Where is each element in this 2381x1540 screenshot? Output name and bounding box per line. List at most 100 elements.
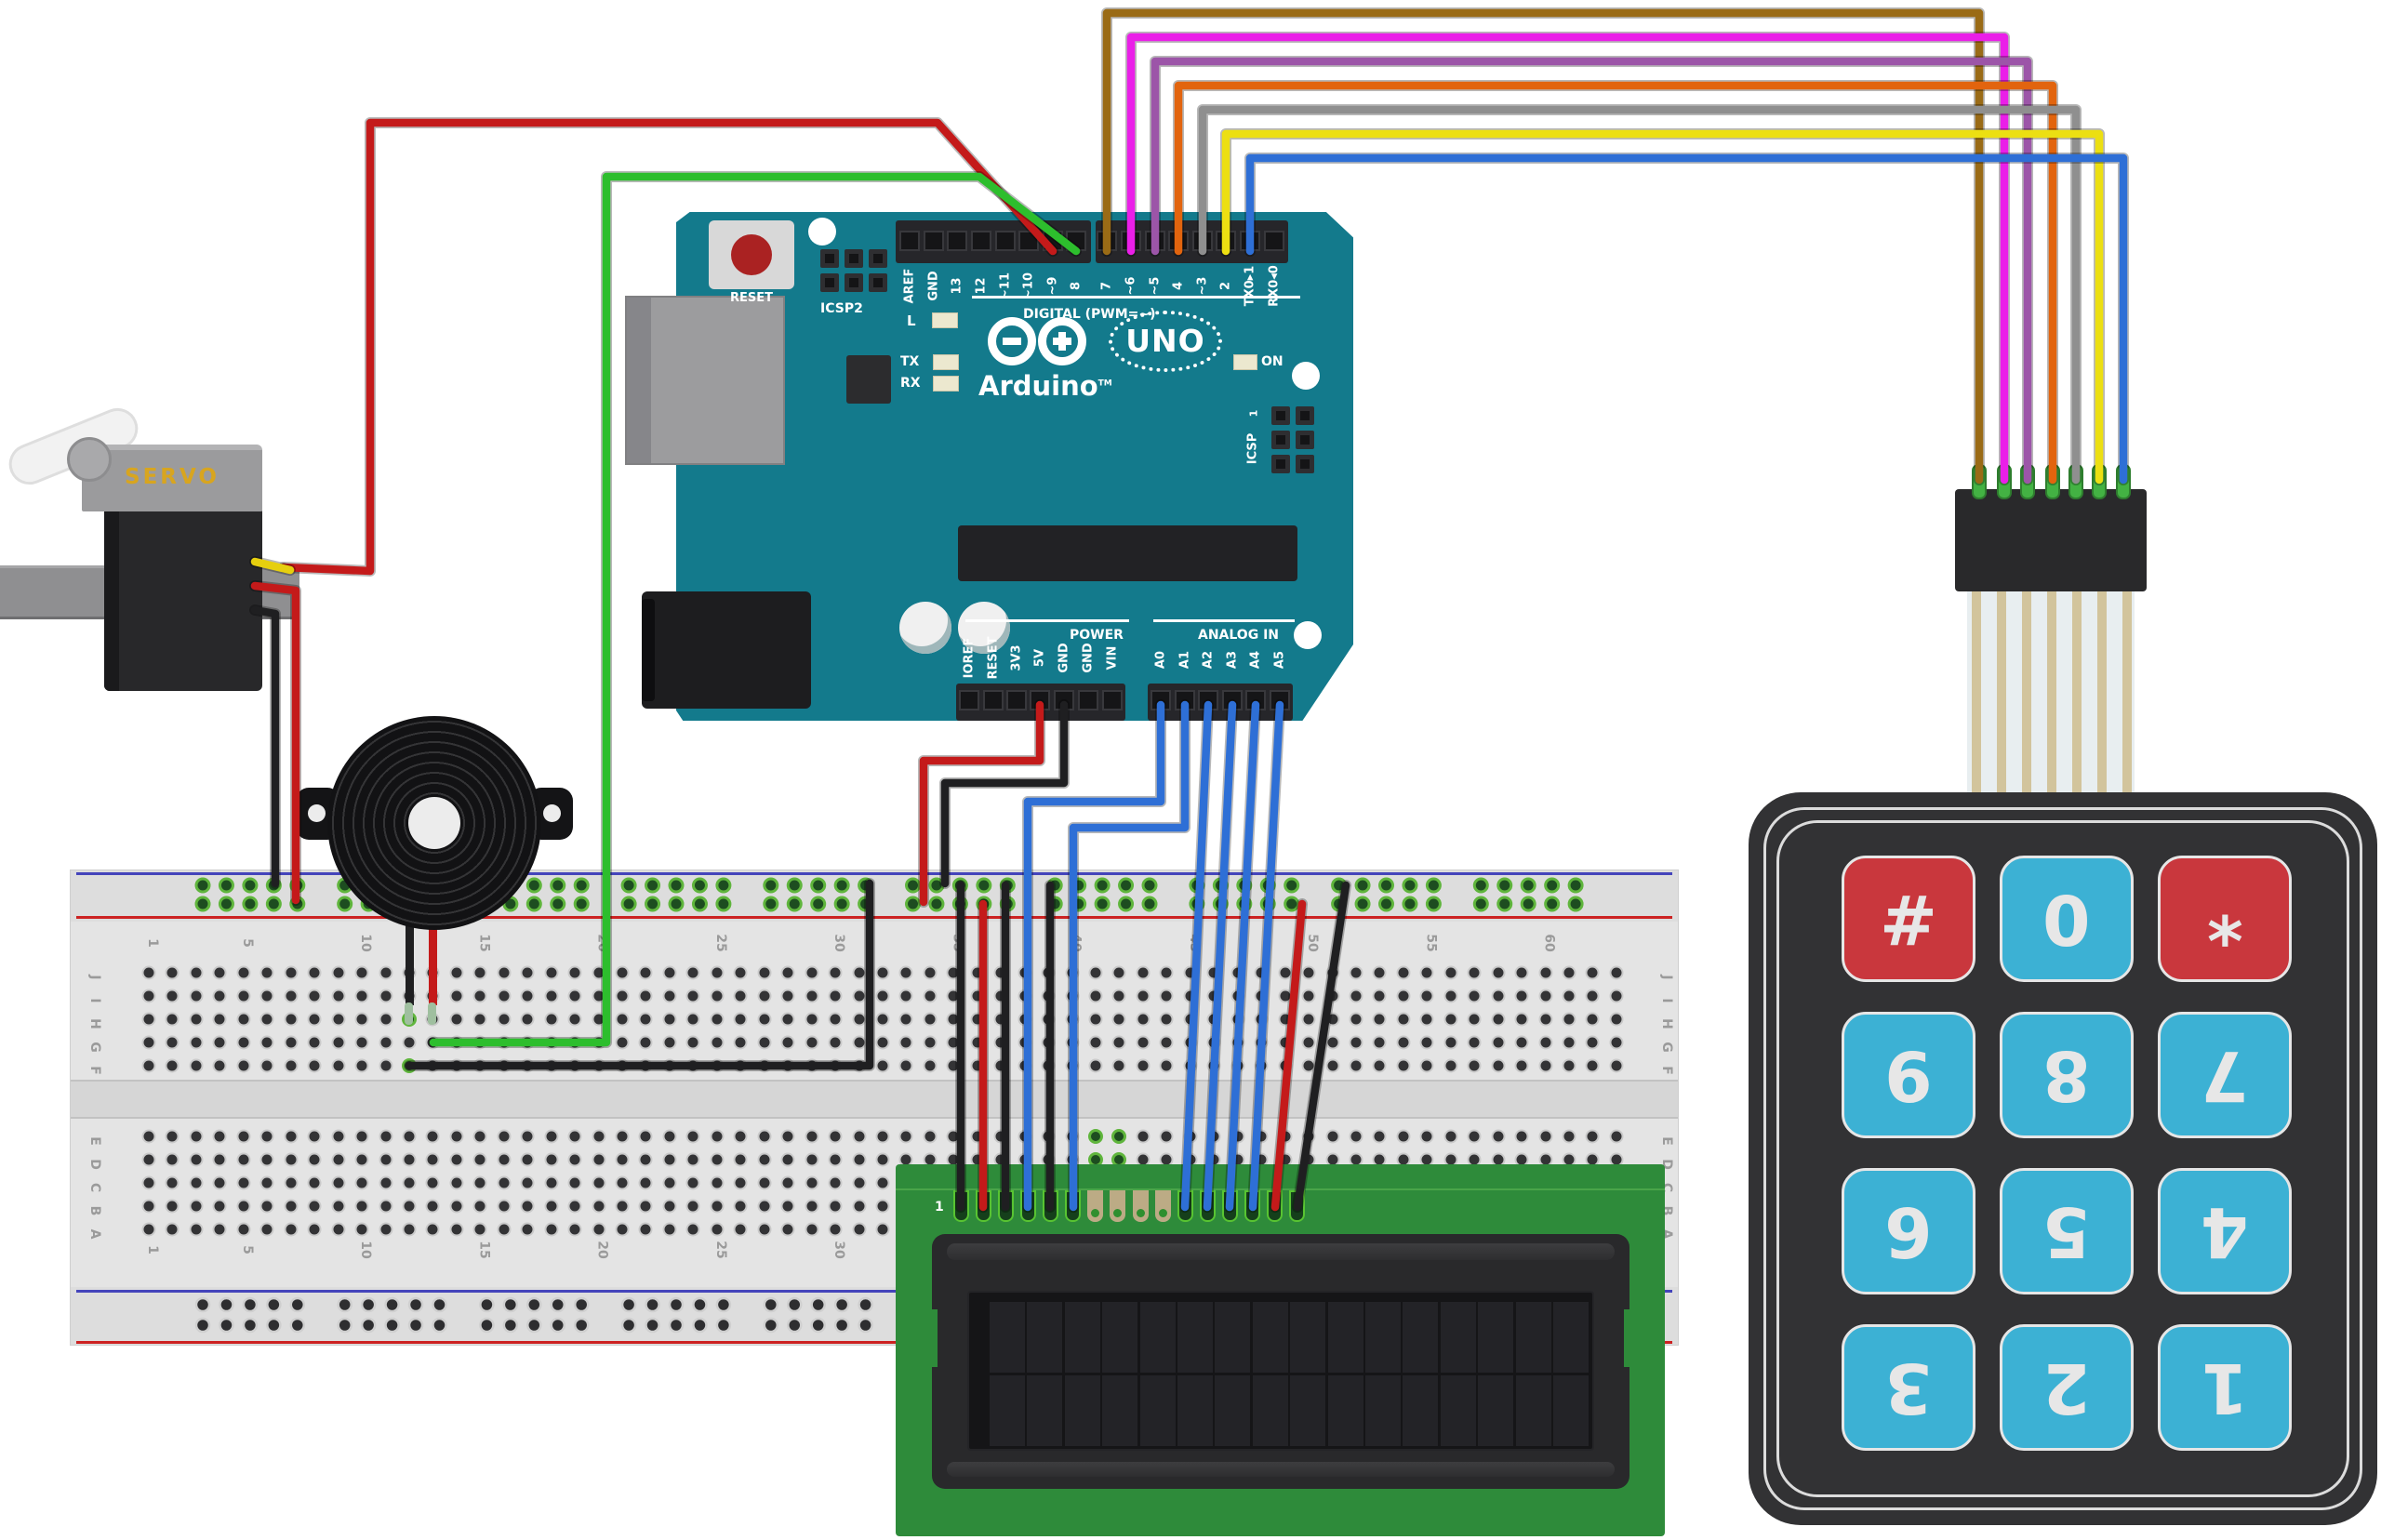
analog-header[interactable] bbox=[1148, 684, 1293, 721]
breadboard-hole bbox=[685, 1199, 700, 1214]
breadboard-hole bbox=[662, 965, 677, 980]
row-letter-label: G bbox=[1659, 1042, 1674, 1053]
keypad-header-connector[interactable] bbox=[1955, 489, 2147, 591]
wire-pin3-gray-keypad[interactable] bbox=[1198, 105, 2081, 485]
wire-gnd-black[interactable] bbox=[940, 700, 1069, 888]
lcd-pin-slot-8[interactable] bbox=[1110, 1190, 1126, 1222]
keypad-key-*[interactable]: * bbox=[2158, 856, 2292, 982]
breadboard-rail-hole bbox=[833, 1317, 850, 1334]
breadboard-hole bbox=[141, 1129, 156, 1144]
pin-socket[interactable] bbox=[1102, 690, 1123, 710]
icsp-socket[interactable] bbox=[869, 273, 887, 292]
breadboard-rail-hole bbox=[763, 1296, 779, 1313]
lcd-char-cell bbox=[1102, 1375, 1138, 1446]
breadboard-hole bbox=[165, 965, 180, 980]
keypad-key-2[interactable]: 2 bbox=[2000, 1324, 2134, 1451]
breadboard-hole bbox=[780, 1152, 795, 1167]
icsp-socket[interactable] bbox=[1271, 455, 1290, 473]
wire-servo-power-red[interactable] bbox=[250, 581, 300, 905]
keypad-key-9[interactable]: 9 bbox=[1842, 1012, 1975, 1138]
keypad-key-6[interactable]: 6 bbox=[1842, 1168, 1975, 1294]
keypad-key-7[interactable]: 7 bbox=[2158, 1012, 2292, 1138]
wire-5v-red[interactable] bbox=[919, 700, 1044, 907]
reset-button[interactable] bbox=[709, 220, 794, 289]
keypad-key-5[interactable]: 5 bbox=[2000, 1168, 2134, 1294]
lcd-pin-slot-10[interactable] bbox=[1154, 1190, 1171, 1222]
keypad-key-1[interactable]: 1 bbox=[2158, 1324, 2292, 1451]
lcd-pin-slot-7[interactable] bbox=[1087, 1190, 1104, 1222]
column-number-label: 60 bbox=[1542, 934, 1557, 952]
pin-socket[interactable] bbox=[1264, 231, 1284, 251]
wire-rail-lcd16-black[interactable] bbox=[1293, 881, 1350, 1212]
breadboard-hole bbox=[852, 989, 867, 1003]
wire-pin8-green-buzzer[interactable] bbox=[429, 172, 1081, 1047]
pin-socket[interactable] bbox=[1078, 690, 1098, 710]
pin-socket[interactable] bbox=[947, 231, 967, 251]
pin-socket[interactable] bbox=[899, 231, 920, 251]
icsp-socket[interactable] bbox=[820, 249, 839, 268]
pin-socket[interactable] bbox=[959, 690, 979, 710]
wire-a2-blue-lcd11[interactable] bbox=[1180, 700, 1213, 1212]
icsp-socket[interactable] bbox=[845, 273, 863, 292]
icsp-socket[interactable] bbox=[1271, 406, 1290, 425]
lcd-pin-slot-9[interactable] bbox=[1132, 1190, 1149, 1222]
keypad-key-8[interactable]: 8 bbox=[2000, 1012, 2134, 1138]
wire-a4-blue-lcd13[interactable] bbox=[1225, 700, 1260, 1212]
servo-hub[interactable] bbox=[67, 437, 112, 482]
breadboard-hole bbox=[733, 1152, 748, 1167]
wire-a5-blue-lcd14[interactable] bbox=[1248, 700, 1284, 1212]
pin-socket[interactable] bbox=[924, 231, 944, 251]
breadboard-hole bbox=[685, 1129, 700, 1144]
breadboard-rail-hole bbox=[550, 1296, 565, 1313]
icsp-socket[interactable] bbox=[1271, 431, 1290, 449]
digital-section-line bbox=[972, 296, 1300, 299]
breadboard-hole bbox=[379, 1035, 393, 1050]
wire-buzzer-gnd-black[interactable] bbox=[405, 879, 874, 1070]
wire-pin6-magenta-keypad[interactable] bbox=[1126, 33, 2009, 485]
wire-servo-signal-red-pin9[interactable] bbox=[279, 118, 1057, 576]
wire-pin5-purple-keypad[interactable] bbox=[1151, 57, 2032, 485]
breadboard-hole bbox=[852, 1012, 867, 1027]
wire-pin7-brown-keypad[interactable] bbox=[1102, 8, 1984, 485]
pin-socket[interactable] bbox=[971, 231, 991, 251]
breadboard-hole bbox=[402, 1152, 417, 1167]
keypad-key-4[interactable]: 4 bbox=[2158, 1168, 2292, 1294]
wire-a1-blue-lcd6[interactable] bbox=[1069, 700, 1190, 1212]
breadboard-hole bbox=[733, 1175, 748, 1190]
icsp-socket[interactable] bbox=[1296, 406, 1314, 425]
keypad-key-0[interactable]: 0 bbox=[2000, 856, 2134, 982]
pin-socket[interactable] bbox=[983, 690, 1004, 710]
wire-pin4-orange-keypad[interactable] bbox=[1174, 81, 2057, 485]
icsp-socket[interactable] bbox=[820, 273, 839, 292]
icsp-socket[interactable] bbox=[845, 249, 863, 268]
icsp-socket[interactable] bbox=[1296, 431, 1314, 449]
breadboard-hole bbox=[520, 1012, 535, 1027]
breadboard-hole bbox=[685, 989, 700, 1003]
wire-pin2-yellow-keypad[interactable] bbox=[1221, 129, 2104, 485]
wire-pin1-blue-keypad[interactable] bbox=[1245, 153, 2128, 485]
mount-hole bbox=[1292, 362, 1320, 390]
row-letter-label: F bbox=[1659, 1066, 1674, 1075]
pin-socket[interactable] bbox=[1006, 690, 1027, 710]
reset-button-cap[interactable] bbox=[731, 234, 772, 275]
rail-red-line bbox=[76, 1341, 1672, 1344]
keypad-key-#[interactable]: # bbox=[1842, 856, 1975, 982]
icsp-socket[interactable] bbox=[869, 249, 887, 268]
icsp-socket[interactable] bbox=[1296, 455, 1314, 473]
pin-socket[interactable] bbox=[995, 231, 1016, 251]
wire-a3-blue-lcd12[interactable] bbox=[1203, 700, 1237, 1212]
wire-a0-blue-lcd4[interactable] bbox=[1023, 700, 1165, 1212]
keypad-ribbon-cable[interactable] bbox=[1967, 590, 2135, 794]
breadboard-hole bbox=[354, 1222, 369, 1237]
breadboard-hole bbox=[710, 1012, 725, 1027]
wire-rail-lcd15-red[interactable] bbox=[1270, 899, 1307, 1212]
lcd-16x2-module[interactable]: 1 bbox=[896, 1164, 1665, 1536]
wire-servo-gnd-black[interactable] bbox=[250, 605, 280, 888]
breadboard-hole bbox=[165, 1199, 180, 1214]
servo-motor[interactable] bbox=[104, 507, 262, 691]
keypad-key-3[interactable]: 3 bbox=[1842, 1324, 1975, 1451]
breadboard-hole bbox=[141, 1035, 156, 1050]
breadboard-hole bbox=[1419, 1058, 1434, 1073]
wire-servo-signal-stub-yellow[interactable] bbox=[250, 557, 295, 575]
